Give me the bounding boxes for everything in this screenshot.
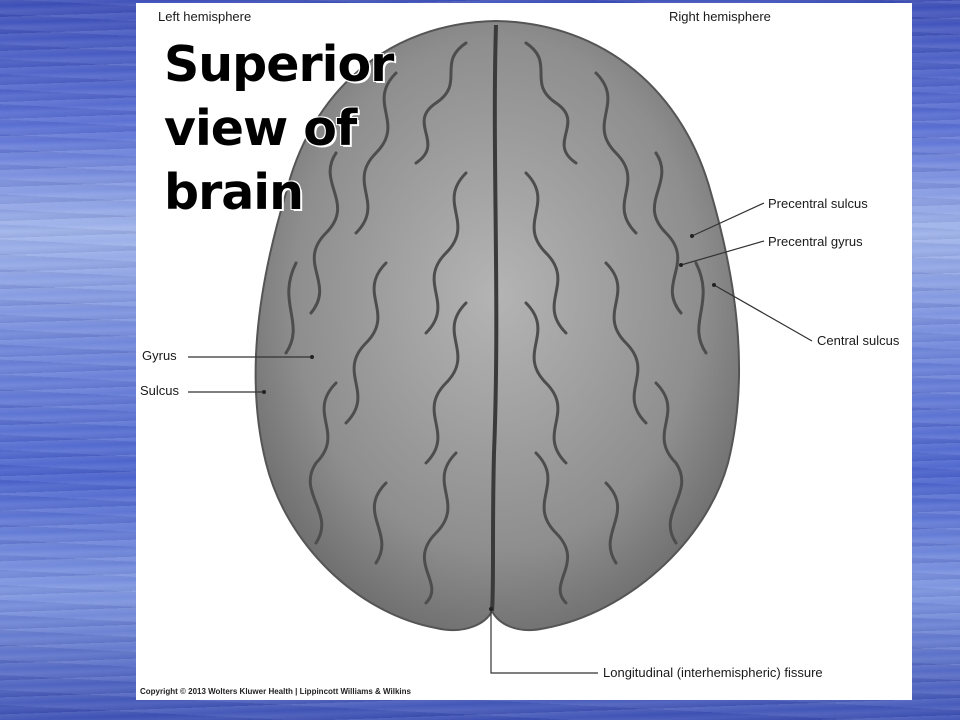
label-precentral-sulcus: Precentral sulcus xyxy=(768,196,868,211)
fissure-line xyxy=(490,24,499,612)
leader-central-sulcus xyxy=(713,284,813,342)
slide-title: Superior view of brain xyxy=(164,36,394,221)
label-gyrus: Gyrus xyxy=(142,348,177,363)
label-left-hemisphere: Left hemisphere xyxy=(158,9,252,24)
label-longitudinal-fissure: Longitudinal (interhemispheric) fissure xyxy=(603,665,823,680)
label-central-sulcus: Central sulcus xyxy=(817,333,900,348)
leader-fissure xyxy=(490,609,598,674)
brain-figure: Left hemisphere Right hemisphere Precent… xyxy=(136,3,912,700)
label-precentral-gyrus: Precentral gyrus xyxy=(768,234,863,249)
leader-precentral-gyrus xyxy=(680,240,765,266)
leader-precentral-sulcus xyxy=(691,202,765,237)
label-sulcus: Sulcus xyxy=(140,383,180,398)
label-right-hemisphere: Right hemisphere xyxy=(669,9,771,24)
copyright-text: Copyright © 2013 Wolters Kluwer Health |… xyxy=(140,687,411,696)
brain-illustration xyxy=(188,19,813,674)
